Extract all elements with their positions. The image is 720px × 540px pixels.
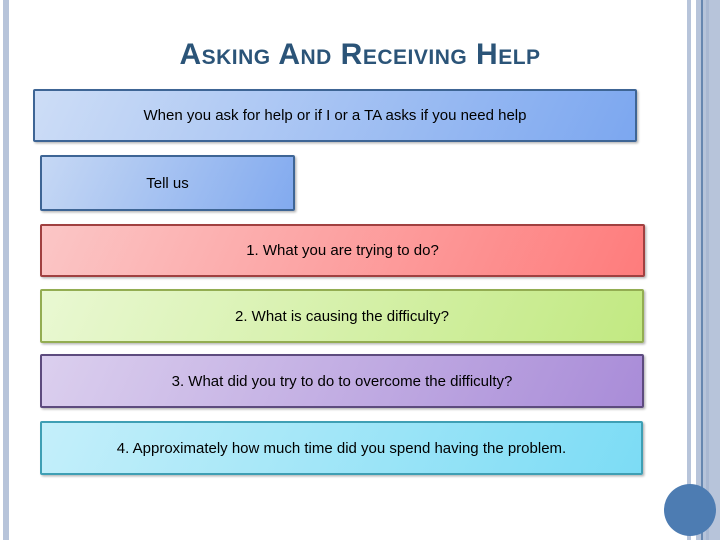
shape-label: 2. What is causing the difficulty? (235, 307, 449, 325)
shape-label: 3. What did you try to do to overcome th… (171, 372, 513, 390)
right-edge-shade-line (706, 0, 709, 540)
slide-title: Asking And Receiving Help (179, 38, 541, 72)
left-edge-stripe (3, 0, 9, 540)
shape-label: When you ask for help or if I or a TA as… (143, 107, 527, 124)
shape-label: 1. What you are trying to do? (246, 242, 439, 259)
right-edge-stripe-band (696, 0, 720, 540)
shape-question-4: 4. Approximately how much time did you s… (40, 421, 643, 475)
right-edge-thin-stripe (687, 0, 691, 540)
shape-label: 4. Approximately how much time did you s… (116, 439, 567, 457)
shape-tell-us: Tell us (40, 155, 295, 211)
shape-when-you-ask: When you ask for help or if I or a TA as… (33, 89, 637, 142)
shape-question-1: 1. What you are trying to do? (40, 224, 645, 277)
right-edge-accent-line (701, 0, 703, 540)
corner-circle-decoration (664, 484, 716, 536)
shape-question-3: 3. What did you try to do to overcome th… (40, 354, 644, 408)
shape-question-2: 2. What is causing the difficulty? (40, 289, 644, 343)
shape-label: Tell us (146, 174, 189, 192)
